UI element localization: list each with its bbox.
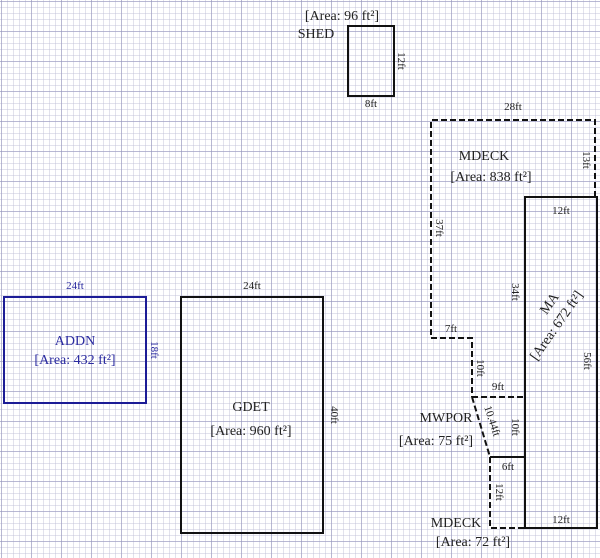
mdeck-large-area-label: [Area: 838 ft²] — [450, 170, 531, 185]
shed-area-label: [Area: 96 ft²] — [305, 9, 379, 24]
shed-height-dim: 12ft — [395, 52, 407, 70]
mwpor-top-dim: 9ft — [492, 381, 504, 393]
mdeck-large-left-dim: 37ft — [433, 219, 445, 237]
mwpor-area-label: [Area: 75 ft²] — [399, 434, 473, 449]
mdeck-small-name-label: MDECK — [431, 516, 482, 531]
mdeck-small-area-label: [Area: 72 ft²] — [436, 535, 510, 550]
mdeck-large-outline[interactable] — [430, 119, 596, 397]
mdeck-large-name-label: MDECK — [459, 149, 510, 164]
gdet-name-label: GDET — [232, 400, 270, 415]
gdet-area-label: [Area: 960 ft²] — [210, 424, 291, 439]
mwpor-left-dim: 10ft — [474, 359, 486, 377]
shed-outline[interactable] — [347, 25, 395, 97]
addn-right-dim: 18ft — [148, 341, 160, 359]
gdet-top-dim: 24ft — [243, 280, 261, 292]
ma-outline[interactable] — [524, 196, 598, 529]
mdeck-small-top-dim: 6ft — [502, 461, 514, 473]
ma-top-dim: 12ft — [552, 205, 570, 217]
addn-area-label: [Area: 432 ft²] — [34, 353, 115, 368]
mdeck-large-inner-dim: 34ft — [509, 283, 521, 301]
mwpor-right-dim: 10ft — [509, 418, 521, 436]
gdet-right-dim: 40ft — [328, 406, 340, 424]
addn-outline[interactable] — [3, 296, 147, 404]
mdeck-small-outline[interactable] — [489, 457, 525, 529]
ma-bottom-dim: 12ft — [552, 514, 570, 526]
mdeck-small-left-dim: 12ft — [493, 483, 505, 501]
mdeck-large-top-dim: 28ft — [504, 101, 522, 113]
mdeck-large-step-dim: 7ft — [445, 323, 457, 335]
shed-name-label: SHED — [298, 27, 335, 42]
mwpor-name-label: MWPOR — [420, 411, 474, 426]
addn-name-label: ADDN — [55, 334, 95, 349]
ma-right-dim: 56ft — [581, 352, 593, 370]
shed-width-dim: 8ft — [365, 98, 377, 110]
mwpor-diag-dim: 10.44ft — [481, 404, 502, 438]
mwpor-diagonal[interactable] — [471, 396, 491, 458]
addn-top-dim: 24ft — [66, 280, 84, 292]
gdet-outline[interactable] — [180, 296, 324, 534]
mdeck-large-right-dim: 13ft — [580, 151, 592, 169]
